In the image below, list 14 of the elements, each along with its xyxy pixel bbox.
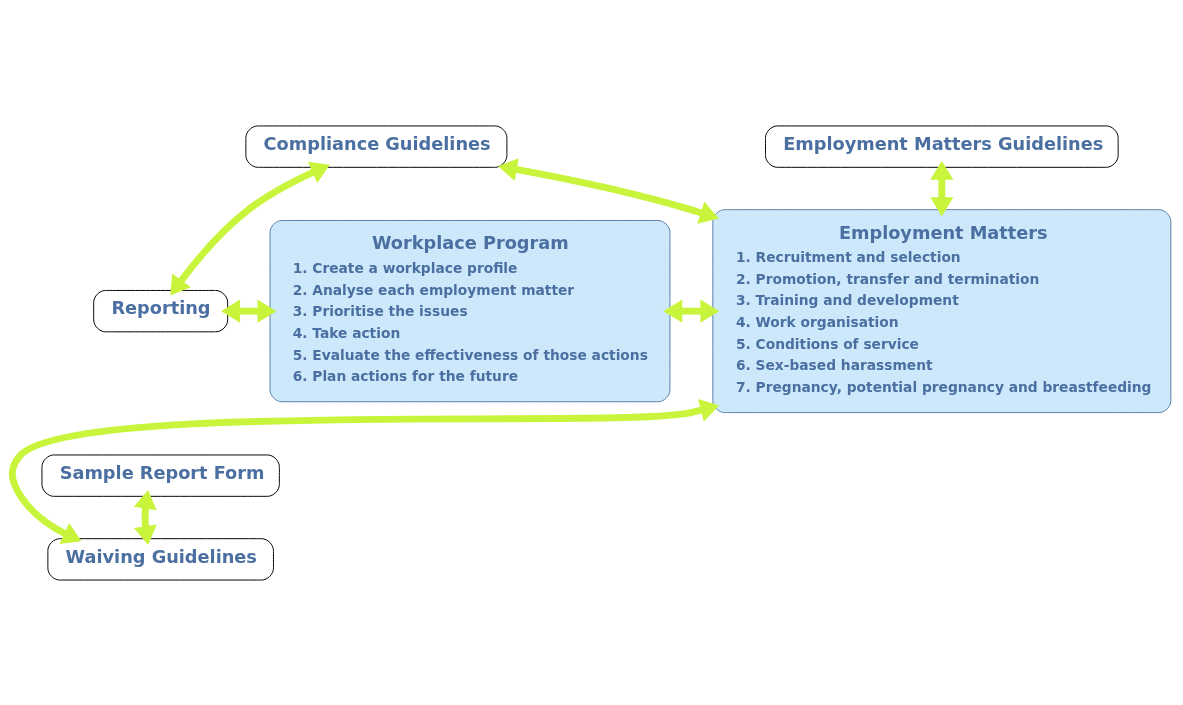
node-box: Waiving Guidelines [47,537,274,581]
node-box: Employment Matters Guidelines [765,124,1119,168]
arrow [133,489,157,545]
node-box: Sample Report Form [41,453,280,497]
node-box: Workplace Program 1. Create a workplace profile 2. Analyse each employment matter 3. Prioritise the issues 4. Take action 5. Evaluate the effectiveness of those actions 6. Plan actions for the future [269,219,671,402]
arrow [498,157,719,224]
arrow [221,299,277,323]
node-box: Reporting [93,289,229,332]
arrow [170,161,330,296]
node-box: Compliance Guidelines [245,124,508,168]
arrow [930,160,954,216]
node-box: Employment Matters 1. Recruitment and selection 2. Promotion, transfer and termination 3. Training and development 4. Work organisation 5. Conditions of service 6. Sex-based harassment 7. Pregnancy, potential pregnancy and breastfeeding [712,208,1172,413]
arrow [663,299,720,323]
arrow [8,398,720,544]
